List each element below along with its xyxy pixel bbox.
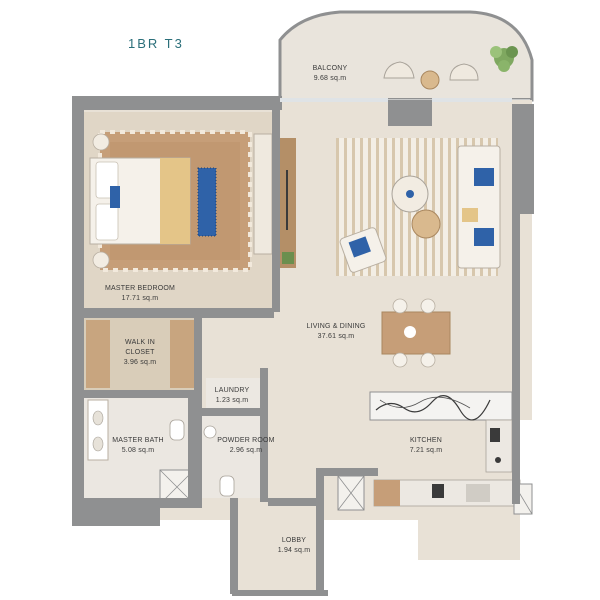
master-bedroom-area: 17.71 sq.m [122,295,159,302]
plant-icon [490,46,518,72]
balcony-name: BALCONY [313,65,348,72]
sofa [457,145,501,269]
lobby-name: LOBBY [282,537,306,544]
laundry-floor [206,378,260,408]
bath-toilet [169,419,185,441]
tv-wall-unit [278,138,296,268]
kitchen-tall-unit [485,419,513,473]
dining-table [381,298,451,368]
living-dining-area: 37.61 sq.m [318,333,355,340]
balcony-chair-right [449,63,479,81]
closet-name-1: WALK IN [125,339,155,346]
laundry-area: 1.23 sq.m [216,397,249,404]
balcony-area: 9.68 sq.m [314,75,347,82]
laundry-name: LAUNDRY [215,387,250,394]
nightstand-bottom [92,251,110,269]
armchair [339,227,387,273]
kitchen-name: KITCHEN [410,437,442,444]
balcony-chair-left [383,61,415,79]
kitchen-counter [373,479,521,507]
powder-room-area: 2.96 sq.m [230,447,263,454]
bed [89,157,191,245]
living-dining-name: LIVING & DINING [306,323,365,330]
side-table [411,209,441,239]
powder-floor [198,416,268,498]
master-bath-area: 5.08 sq.m [122,447,155,454]
closet-area: 3.96 sq.m [124,359,157,366]
windows [280,98,512,102]
master-bath-name: MASTER BATH [112,437,163,444]
plant-living-icon [282,252,294,264]
shaft-kitchen [337,475,365,511]
kitchen-island [369,391,513,421]
unit-title: 1BR T3 [128,36,184,51]
lobby-area: 1.94 sq.m [278,547,311,554]
closet-name-2: CLOSET [125,349,155,356]
nightstand-top [92,133,110,151]
coffee-table [391,175,429,213]
powder-room-name: POWDER ROOM [217,437,274,444]
balcony-table [420,70,440,90]
kitchen-area: 7.21 sq.m [410,447,443,454]
closet-floor [84,318,196,390]
dresser [253,133,273,255]
master-bedroom-name: MASTER BEDROOM [105,285,175,292]
bench [197,167,217,237]
walls [72,96,534,596]
